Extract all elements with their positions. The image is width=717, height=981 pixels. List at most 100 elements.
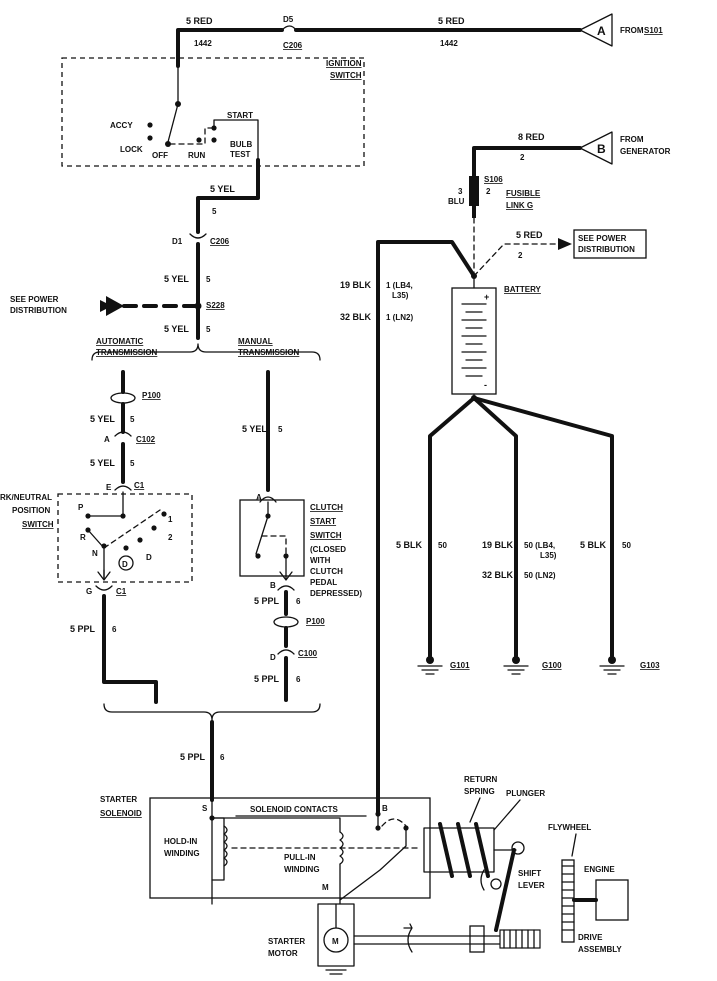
connector-a: A FROM S101 [579,13,663,47]
flywheel-engine: FLYWHEEL ENGINE [548,823,629,943]
return-spring-2: SPRING [464,787,495,796]
ppl-left-label: 5 PPL [70,624,96,634]
see-power-right-2: DISTRIBUTION [578,245,635,254]
g2-num32: 50 (LN2) [524,571,556,580]
man-ppl1-label: 5 PPL [254,596,280,606]
battery: 5 RED 2 SEE POWER DISTRIBUTION + - BATTE… [340,229,647,792]
d-c100-label: D [270,653,276,662]
drive-assembly-1: DRIVE [578,933,603,942]
top-left-circuit: 1442 [194,39,212,48]
motor-m-label: M [332,937,339,946]
clutch-label-8: DEPRESSED) [310,589,362,598]
pd-red-num: 2 [518,251,523,260]
c206-label: C206 [210,237,230,246]
off-label: OFF [152,151,168,160]
man-ppl2-label: 5 PPL [254,674,280,684]
park-neutral-switch: RK/NEUTRAL POSITION SWITCH D P R N D 1 2… [0,491,193,596]
g2-blk32-label: 32 BLK [482,570,514,580]
fusible-link-body [469,176,479,206]
ground-symbol-g103 [599,656,625,675]
clutch-label-7: PEDAL [310,578,337,587]
yel-low-num: 5 [206,325,211,334]
starter-motor-1: STARTER [268,937,305,946]
ignition-label: IGNITION [326,59,362,68]
g103-label: G103 [640,661,660,670]
lock-label: LOCK [120,145,143,154]
g1-num: 50 [438,541,447,550]
park-label-1: RK/NEUTRAL [0,493,52,502]
g101-label: G101 [450,661,470,670]
a-c102-label: A [104,435,110,444]
clutch-label-1: CLUTCH [310,503,343,512]
p100-right-label: P100 [306,617,325,626]
start-label: START [227,111,253,120]
e-c1-label: E [106,483,112,492]
flywheel-label: FLYWHEEL [548,823,591,832]
c1-bottom-label: C1 [116,587,127,596]
park-label-3: SWITCH [22,520,54,529]
auto-yel2-num: 5 [130,459,135,468]
solenoid-s-terminal: S [202,804,208,813]
blu-num: 3 [458,187,463,196]
shift-lever-2: LEVER [518,881,545,890]
pd-red-label: 5 RED [516,230,543,240]
ppl-bottom-label: 5 PPL [180,752,206,762]
p100-right-grommet [273,616,299,628]
starter-motor: M STARTER MOTOR DRIVE ASSEMBLY [268,903,622,975]
man-yel-label: 5 YEL [242,424,267,434]
blk19-num2: L35) [392,291,409,300]
solenoid-b-terminal: B [382,804,388,813]
connector-b-letter: B [597,142,606,156]
blu-label: BLU [448,197,465,206]
ign-out-num: 5 [212,207,217,216]
connector-a-text: FROM [620,26,644,35]
g100-label: G100 [542,661,562,670]
d1-label: D1 [172,237,183,246]
g2-num19b: L35) [540,551,557,560]
starter-solenoid-1: STARTER [100,795,137,804]
park-d: D [146,553,152,562]
connector-a-ref: S101 [644,26,663,35]
top-right-circuit: 1442 [440,39,458,48]
ground-symbol-g101 [417,656,443,675]
solenoid-box [149,797,431,899]
park-1: 1 [168,515,173,524]
blk32-num: 1 (LN2) [386,313,413,322]
auto-yel1-num: 5 [130,415,135,424]
park-2: 2 [168,533,173,542]
clutch-label-6: CLUTCH [310,567,343,576]
clutch-a-label: A [256,493,262,502]
see-power-right-1: SEE POWER [578,234,627,243]
hold-in-2: WINDING [164,849,200,858]
fusible-label: FUSIBLE [506,189,541,198]
pull-in-1: PULL-IN [284,853,316,862]
solenoid-contacts-label: SOLENOID CONTACTS [250,805,339,814]
yel-mid-num: 5 [206,275,211,284]
clutch-label-2: START [310,517,336,526]
top-right-wire-label: 5 RED [438,16,465,26]
g2-blk19-label: 19 BLK [482,540,514,550]
see-power-left-2: DISTRIBUTION [10,306,67,315]
see-power-left-1: SEE POWER [10,295,59,304]
drive-assembly-2: ASSEMBLY [578,945,622,954]
auto-yel2-label: 5 YEL [90,458,115,468]
man-ppl2-num: 6 [296,675,301,684]
blk19-num: 1 (LB4, [386,281,413,290]
park-d-circle: D [122,560,128,569]
battery-label: BATTERY [504,285,542,294]
starter-solenoid-2: SOLENOID [100,809,142,818]
man-trans-1: MANUAL [238,337,273,346]
blk19-label: 19 BLK [340,280,372,290]
clutch-b-label: B [270,581,276,590]
ground-symbol-g100 [503,656,529,675]
ign-out-label: 5 YEL [210,184,235,194]
automatic-branch: P100 5 YEL 5 A C102 5 YEL 5 E C1 [90,370,161,492]
left-ppl-wire: 5 PPL 6 [70,594,158,704]
connector-b-text2: GENERATOR [620,147,671,156]
connector-a-letter: A [597,24,606,38]
hold-in-1: HOLD-IN [164,837,198,846]
battery-grounds: 5 BLK 50 19 BLK 50 (LB4, L35) 32 BLK 50 … [396,396,660,675]
pull-in-2: WINDING [284,865,320,874]
p100-left-grommet [110,392,136,404]
